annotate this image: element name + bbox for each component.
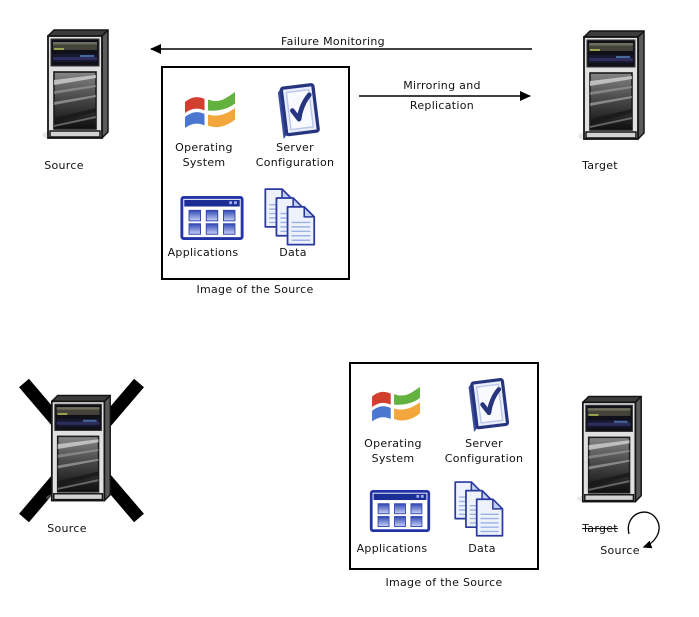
operating-system-label: Operating System (364, 437, 422, 465)
server-configuration-label: Server Configuration (444, 437, 524, 465)
server-configuration-icon (272, 81, 322, 139)
target-server-icon (578, 29, 652, 143)
applications-label: Applications (167, 246, 239, 259)
failure-monitoring-label: Failure Monitoring (281, 35, 385, 48)
image-of-source-box-failover (349, 362, 539, 570)
struck-target-label: Target (582, 522, 618, 535)
server-configuration-icon (462, 376, 512, 432)
mirroring-label-line1: Mirroring and (403, 79, 481, 92)
data-icon (263, 188, 321, 248)
new-source-label: Source (600, 544, 640, 557)
applications-label: Applications (356, 542, 428, 555)
data-label: Data (468, 542, 496, 555)
target-server-label: Target (582, 159, 618, 172)
failed-source-server-label: Source (47, 522, 87, 535)
data-label: Data (279, 246, 307, 259)
failed-source-server-icon (46, 392, 118, 506)
windows-logo-icon (368, 384, 424, 430)
source-server-label: Source (44, 159, 84, 172)
data-icon (452, 481, 510, 539)
applications-icon (368, 490, 432, 532)
source-server-icon (42, 28, 116, 142)
image-box-caption: Image of the Source (196, 283, 314, 296)
server-configuration-label: Server Configuration (255, 141, 335, 169)
applications-icon (179, 196, 245, 240)
image-box-caption: Image of the Source (385, 576, 503, 589)
windows-logo-icon (181, 89, 239, 137)
mirroring-label-line2: Replication (409, 99, 475, 112)
failover-target-server-icon (577, 394, 649, 506)
operating-system-label: Operating System (175, 141, 233, 169)
